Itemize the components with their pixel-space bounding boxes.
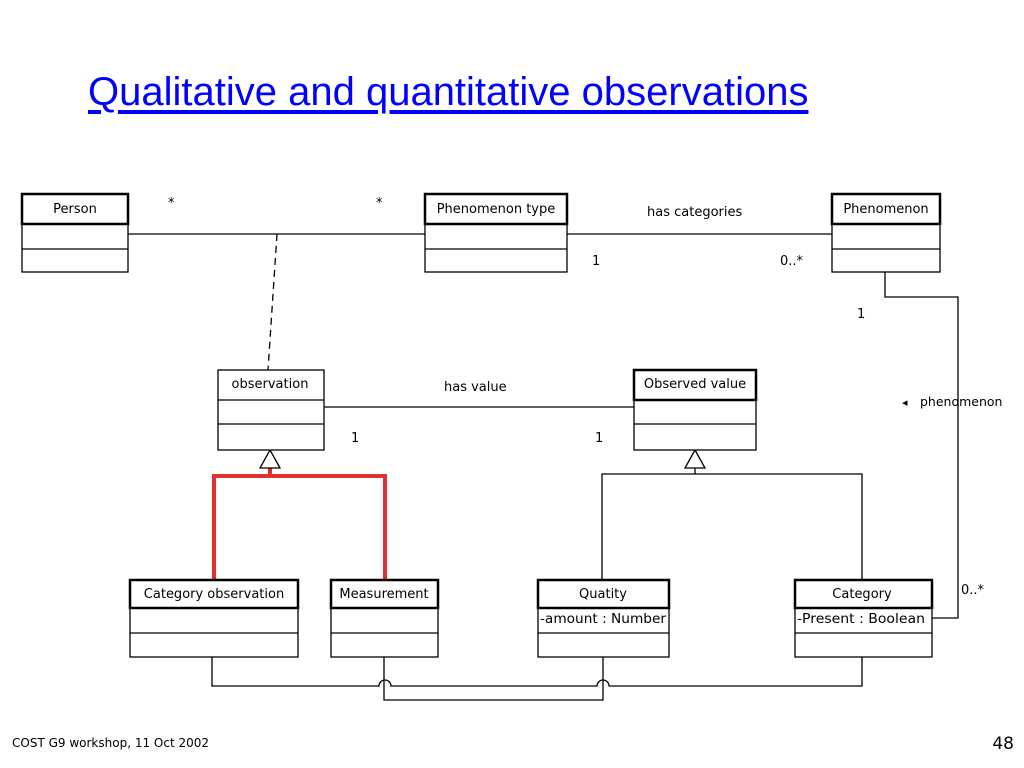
red-generalization	[212, 468, 387, 580]
class-measurement-name: Measurement	[339, 587, 428, 602]
class-observed-value-name: Observed value	[644, 377, 746, 392]
class-quatity-attribute: -amount : Number	[540, 612, 667, 627]
association-label-has-value: has value	[444, 380, 507, 395]
class-phenomenon[interactable]: Phenomenon	[830, 192, 942, 273]
class-person-name: Person	[53, 202, 97, 217]
association-observation-dependency	[267, 233, 278, 371]
diagram-labels: * * has categories 1 0..* 1 has value 1 …	[168, 196, 1002, 598]
association-phenomenon-category	[884, 272, 959, 619]
generalization-arrow-observed-value	[683, 448, 707, 469]
generalization-quatity	[601, 468, 696, 580]
multiplicity-has-categories-right: 0..*	[780, 254, 804, 269]
class-phenomenon-name: Phenomenon	[843, 202, 928, 217]
class-category-observation-name: Category observation	[144, 587, 284, 602]
class-category-observation[interactable]: Category observation	[128, 578, 300, 658]
generalization-category-observation	[212, 468, 272, 580]
association-category-measurement	[211, 657, 863, 687]
class-observation-name: observation	[232, 377, 309, 392]
generalization-measurement	[270, 474, 387, 580]
connectors	[128, 233, 959, 701]
page-number: 48	[992, 734, 1014, 754]
role-direction-arrow-icon: ◂	[902, 396, 908, 409]
class-observed-value[interactable]: Observed value	[632, 368, 758, 451]
class-measurement[interactable]: Measurement	[329, 578, 440, 658]
multiplicity-category: 0..*	[961, 583, 985, 598]
generalization-category	[695, 473, 863, 580]
multiplicity-has-categories-left: 1	[592, 254, 600, 269]
association-label-has-categories: has categories	[647, 205, 742, 220]
class-category-name: Category	[832, 587, 892, 602]
slide-footer: COST G9 workshop, 11 Oct 2002	[12, 736, 210, 750]
class-category[interactable]: Category -Present : Boolean	[793, 578, 934, 658]
multiplicity-phenomenon-type: *	[376, 196, 383, 211]
generalization-arrow-observation	[258, 448, 282, 469]
class-phenomenon-type[interactable]: Phenomenon type	[423, 192, 569, 273]
class-observation[interactable]: observation	[217, 369, 325, 451]
class-phenomenon-type-name: Phenomenon type	[437, 202, 556, 217]
slide-title: Qualitative and quantitative observation…	[88, 70, 809, 114]
class-person[interactable]: Person	[20, 192, 130, 273]
multiplicity-person: *	[168, 196, 175, 211]
association-quatity-link	[383, 657, 604, 701]
multiplicity-phenomenon: 1	[857, 307, 865, 322]
multiplicity-has-value-left: 1	[351, 431, 359, 446]
class-quatity[interactable]: Quatity -amount : Number	[536, 578, 671, 658]
class-quatity-name: Quatity	[579, 587, 627, 602]
role-label-phenomenon: phenomenon	[920, 394, 1002, 409]
class-category-attribute: -Present : Boolean	[797, 612, 925, 627]
multiplicity-has-value-right: 1	[595, 431, 603, 446]
